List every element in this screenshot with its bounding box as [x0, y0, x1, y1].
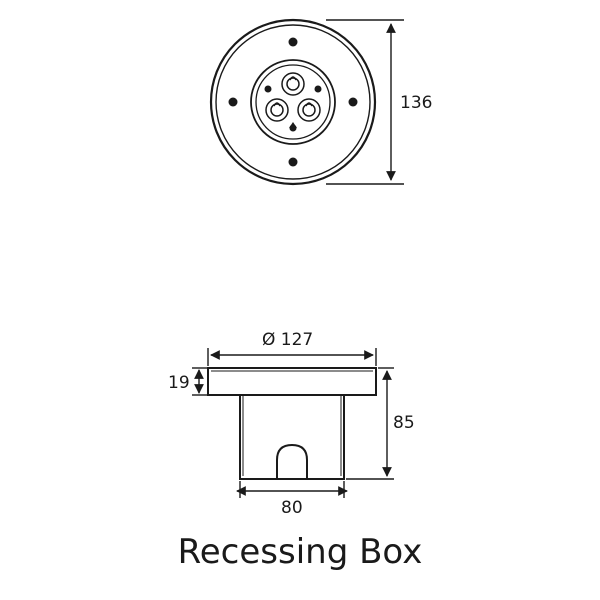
flange-label: 19 — [168, 373, 190, 393]
outer-ring — [209, 18, 377, 186]
side-height-label: 85 — [393, 413, 415, 433]
flange — [207, 367, 377, 396]
socket-right — [297, 98, 321, 122]
base-dimension — [236, 481, 348, 498]
mount-hole-right — [348, 97, 358, 107]
side-view — [207, 367, 377, 480]
center-plate-inner — [255, 64, 331, 140]
caption: Recessing Box — [177, 532, 423, 572]
mount-hole-left — [228, 97, 238, 107]
terminal-dot — [264, 85, 272, 93]
top-view-height-label: 136 — [400, 93, 432, 113]
outer-ring-inner — [215, 24, 371, 180]
diameter-dimension — [207, 348, 377, 366]
mount-hole-top — [288, 37, 298, 47]
flange-dimension — [192, 367, 207, 396]
center-plate — [250, 59, 336, 145]
box-body — [239, 394, 345, 480]
top-view-height-dimension — [326, 19, 404, 185]
cable-entry — [276, 443, 308, 479]
terminal-tab — [289, 122, 297, 128]
mount-hole-bottom — [288, 157, 298, 167]
terminal-dot — [314, 85, 322, 93]
base-label: 80 — [281, 498, 303, 518]
socket-left — [265, 98, 289, 122]
side-height-dimension — [346, 367, 394, 480]
top-view — [209, 18, 377, 186]
diameter-label: Ø 127 — [262, 330, 313, 350]
socket-top — [281, 72, 305, 96]
